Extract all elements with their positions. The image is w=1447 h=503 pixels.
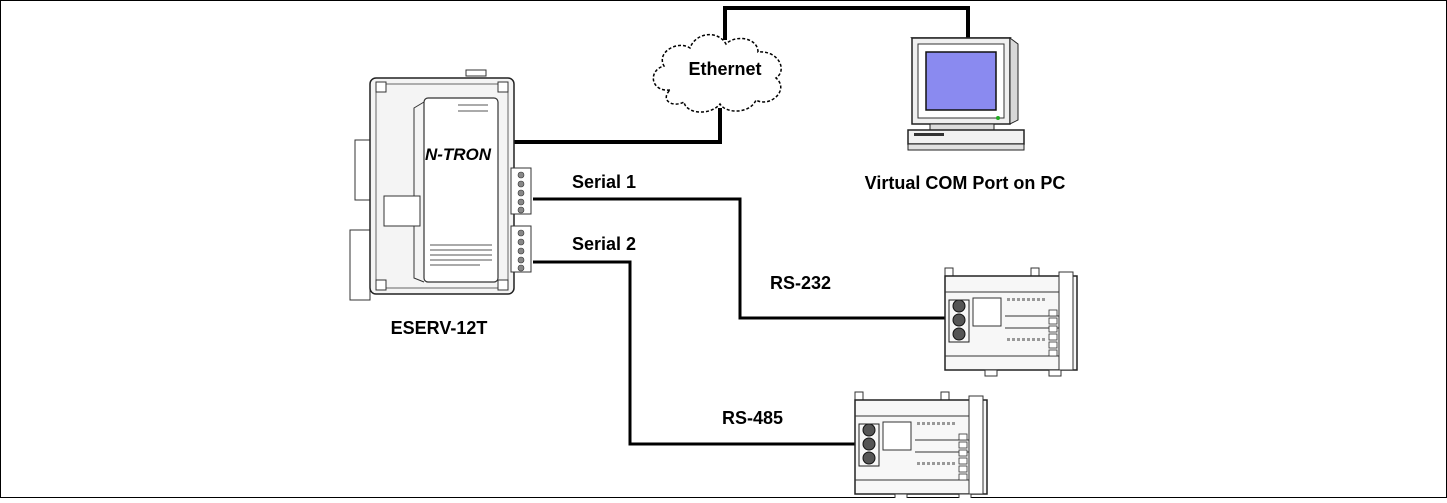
- serial1-line: [533, 197, 950, 320]
- device-brand-logo: N-TRON: [425, 145, 492, 164]
- serial2-label: Serial 2: [572, 234, 636, 254]
- eserv-device-icon: N-TRON: [349, 69, 532, 301]
- device-label: ESERV-12T: [391, 318, 488, 338]
- ethernet-links: [512, 6, 970, 144]
- rs485-label: RS-485: [722, 408, 783, 428]
- pc-label: Virtual COM Port on PC: [865, 173, 1066, 193]
- plc-rs232-icon: [944, 267, 1078, 377]
- ethernet-to-pc-line: [723, 6, 970, 40]
- pc-icon: [907, 37, 1025, 151]
- device-to-ethernet-line: [512, 108, 722, 144]
- serial-links: [533, 197, 950, 446]
- pc-screen: [925, 51, 997, 111]
- serial2-line: [533, 260, 860, 446]
- serial1-label: Serial 1: [572, 172, 636, 192]
- rs232-label: RS-232: [770, 273, 831, 293]
- ethernet-label: Ethernet: [688, 59, 761, 79]
- plc-rs485-icon: [854, 391, 988, 501]
- ethernet-cloud: Ethernet: [652, 34, 782, 113]
